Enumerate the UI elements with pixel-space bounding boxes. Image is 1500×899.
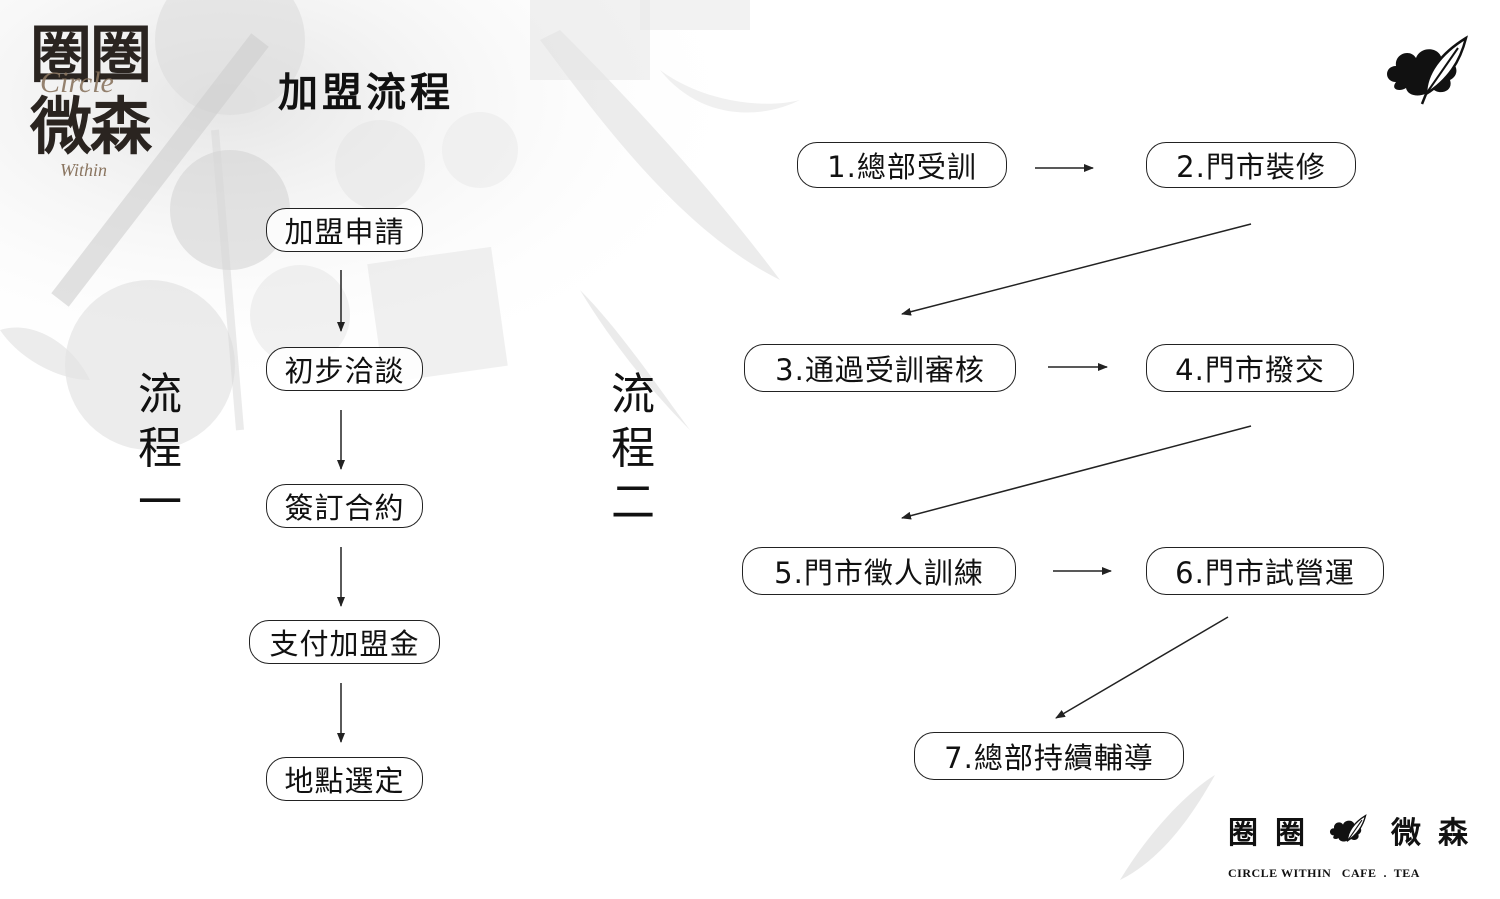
- brand-tagline: CIRCLE WITHIN CAFE . TEA: [1228, 866, 1420, 880]
- brand-char: 圈: [1275, 816, 1305, 851]
- logo-char: 圏: [90, 18, 153, 91]
- label-char: 程: [611, 423, 655, 474]
- logo-char: 圏: [30, 18, 93, 91]
- process-two-step: 5.門市徵人訓練: [742, 547, 1016, 595]
- process-one-step: 地點選定: [266, 757, 423, 801]
- process-two-step: 4.門市撥交: [1146, 344, 1354, 392]
- brand-char: 圈: [1228, 816, 1258, 851]
- process-one-step: 初步洽談: [266, 347, 423, 391]
- process-two-step: 6.門市試營運: [1146, 547, 1384, 595]
- label-char: 流: [138, 369, 182, 420]
- process-two-step: 2.門市裝修: [1146, 142, 1356, 188]
- brand-char: 森: [1438, 816, 1468, 851]
- cloud-leaf-logo-icon: [1387, 35, 1468, 105]
- label-char: 二: [611, 477, 655, 528]
- logo-char: 微: [30, 90, 93, 163]
- brand-footer: 圈 圈 微 森 CIRCLE WITHIN CAFE . TEA: [1228, 808, 1468, 881]
- process-one-step: 加盟申請: [266, 208, 423, 252]
- cloud-leaf-logo-icon: [1330, 814, 1367, 843]
- process-two-step: 7.總部持續輔導: [914, 732, 1184, 780]
- process-two-step: 1.總部受訓: [797, 142, 1007, 188]
- label-char: 流: [611, 369, 655, 420]
- brand-name: 圈 圈 微 森: [1228, 808, 1468, 852]
- process-one-step: 支付加盟金: [249, 620, 440, 664]
- process-two-label: 流 程 二: [603, 368, 663, 530]
- logo-script: Circle: [40, 66, 114, 99]
- logo-script: Within: [60, 160, 108, 180]
- label-char: 程: [138, 423, 182, 474]
- process-two-step: 3.通過受訓審核: [744, 344, 1016, 392]
- label-char: 一: [138, 477, 182, 528]
- process-one-step: 簽訂合約: [266, 484, 423, 528]
- process-one-label: 流 程 一: [130, 368, 190, 530]
- page-title: 加盟流程: [278, 69, 454, 116]
- brand-logo: 圏 圏 微 森 Circle Within: [30, 24, 160, 189]
- brand-char: 微: [1391, 816, 1421, 851]
- logo-char: 森: [90, 90, 153, 163]
